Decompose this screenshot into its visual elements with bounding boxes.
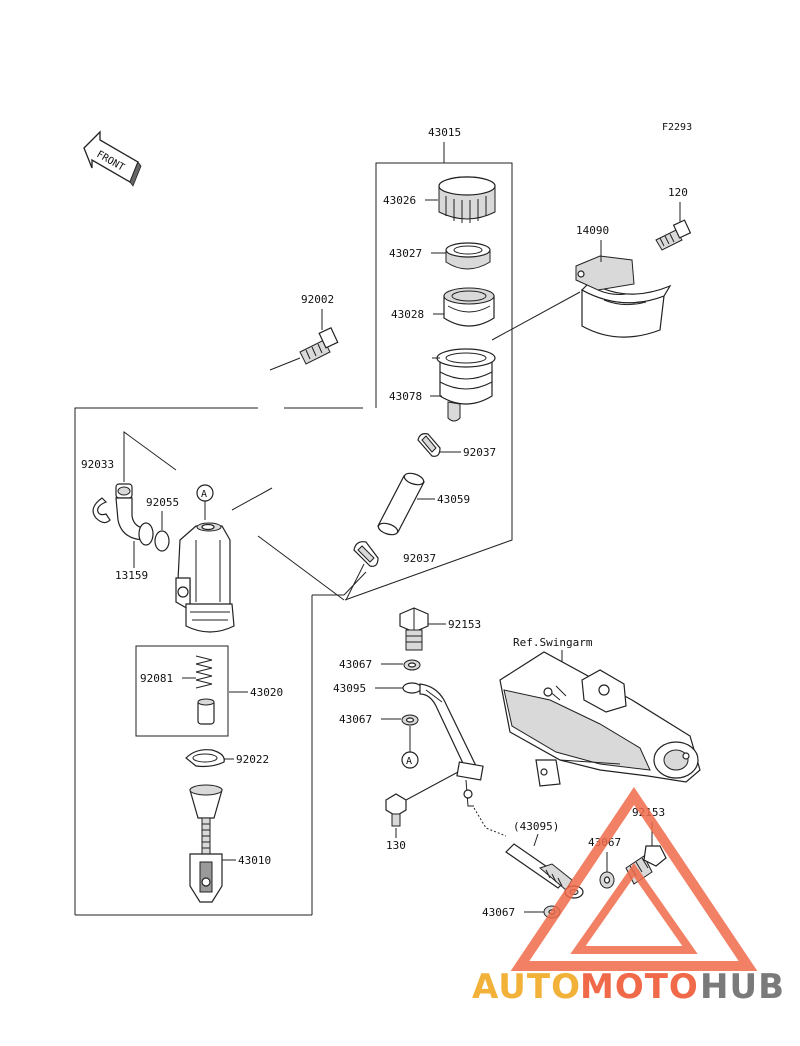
bolt-120 bbox=[655, 219, 692, 251]
master-cylinder-body bbox=[175, 522, 235, 633]
watermark-hub: HUB bbox=[700, 967, 785, 1007]
label-43059: 43059 bbox=[437, 493, 470, 506]
label-43027: 43027 bbox=[389, 247, 422, 260]
label-43015: 43015 bbox=[428, 126, 461, 139]
o-ring-92055 bbox=[154, 530, 170, 552]
label-92033: 92033 bbox=[81, 458, 114, 471]
front-arrow-icon: FRONT bbox=[83, 130, 142, 187]
hose-clamp-92037-lower bbox=[353, 541, 379, 567]
reservoir-43078 bbox=[432, 348, 496, 422]
hose-43059 bbox=[377, 472, 425, 536]
reservoir-cap-43026 bbox=[438, 176, 496, 223]
washer-43067-upper bbox=[403, 659, 421, 671]
label-43067-bottom: 43067 bbox=[482, 906, 515, 919]
label-120: 120 bbox=[668, 186, 688, 199]
label-92037-upper: 92037 bbox=[463, 446, 496, 459]
label-92055: 92055 bbox=[146, 496, 179, 509]
ref-swingarm-label: Ref.Swingarm bbox=[513, 636, 593, 649]
label-43095-ref: (43095) bbox=[513, 820, 559, 833]
piston-kit-frame-43020 bbox=[135, 645, 229, 737]
brake-hose-43095 bbox=[402, 682, 484, 807]
label-92002: 92002 bbox=[301, 293, 334, 306]
label-43026: 43026 bbox=[383, 194, 416, 207]
watermark-auto: AUTO bbox=[472, 967, 581, 1007]
spring-92081 bbox=[195, 655, 213, 689]
piston-cup bbox=[197, 698, 215, 725]
label-92037-lower: 92037 bbox=[403, 552, 436, 565]
marker-a-bottom bbox=[401, 751, 419, 769]
washer-43067-right bbox=[599, 871, 615, 889]
circlip-13159-icon bbox=[92, 497, 111, 524]
label-13159: 13159 bbox=[115, 569, 148, 582]
label-14090: 14090 bbox=[576, 224, 609, 237]
banjo-bolt-92153-upper bbox=[399, 607, 429, 651]
diaphragm-43028 bbox=[443, 287, 495, 327]
figure-code: F2293 bbox=[662, 122, 692, 133]
reservoir-kit-frame bbox=[344, 162, 513, 601]
circlip-92022-icon bbox=[185, 749, 225, 768]
label-43028: 43028 bbox=[391, 308, 424, 321]
watermark-triangle-icon bbox=[510, 787, 758, 971]
elbow-fitting-13159 bbox=[115, 483, 154, 546]
label-92081: 92081 bbox=[140, 672, 173, 685]
hose-clamp-92037-upper bbox=[417, 433, 441, 457]
label-92153-upper: 92153 bbox=[448, 618, 481, 631]
label-43078: 43078 bbox=[389, 390, 422, 403]
label-43095: 43095 bbox=[333, 682, 366, 695]
marker-a-top-label: A bbox=[201, 489, 207, 500]
label-43020: 43020 bbox=[250, 686, 283, 699]
washer-43067-lower bbox=[401, 714, 419, 726]
watermark-logo: AUTO MOTO HUB bbox=[472, 967, 785, 1007]
marker-a-bottom-label: A bbox=[406, 756, 412, 767]
diaphragm-plate-43027 bbox=[445, 242, 491, 270]
push-rod-43010 bbox=[189, 784, 223, 903]
label-43067-upper: 43067 bbox=[339, 658, 372, 671]
bolt-92002 bbox=[299, 326, 339, 365]
bolt-130 bbox=[385, 793, 407, 827]
label-43067-lower: 43067 bbox=[339, 713, 372, 726]
bracket-14090 bbox=[575, 255, 672, 338]
left-frame-top bbox=[74, 407, 258, 915]
watermark-moto: MOTO bbox=[580, 967, 699, 1007]
label-130: 130 bbox=[386, 839, 406, 852]
label-92022: 92022 bbox=[236, 753, 269, 766]
label-43010: 43010 bbox=[238, 854, 271, 867]
swingarm-reference bbox=[499, 651, 701, 787]
